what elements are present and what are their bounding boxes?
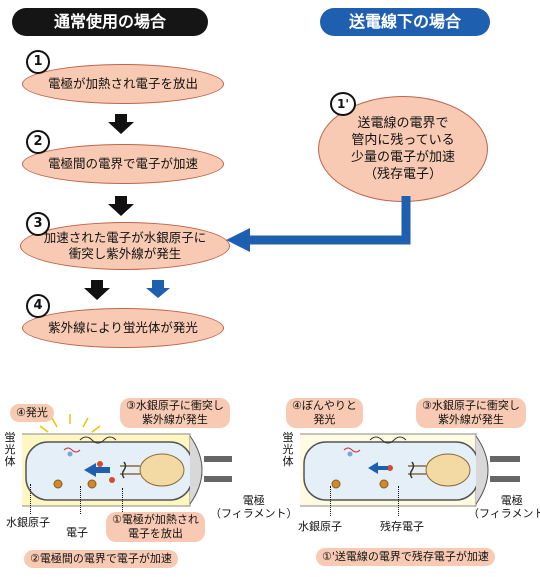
right-electrode-label: 電極（フィラメント） <box>468 494 540 520</box>
step-3-line-2: 衝突し紫外線が発生 <box>68 246 182 261</box>
left-emit-line-2: 電子を放出 <box>127 527 183 540</box>
step-3-oval: 加速された電子が水銀原子に衝突し紫外線が発生 <box>20 222 230 270</box>
step-1-oval: 電極が加熱され電子を放出 <box>22 64 224 104</box>
down-arrow-2 <box>108 196 134 216</box>
left-electron-label: 電子 <box>66 526 88 539</box>
left-electron-leader <box>80 486 81 514</box>
blue-elbow-arrow <box>226 196 411 252</box>
right-mercury-label: 水銀原子 <box>298 520 342 533</box>
step-1prime-line-2: 管内に残っている <box>351 133 455 148</box>
down-arrow-3-blue <box>146 280 170 298</box>
normal-use-header: 通常使用の場合 <box>12 8 208 36</box>
step-4-number: 4 <box>26 294 50 318</box>
right-mercury-leader <box>330 486 331 516</box>
left-mercury-leader <box>30 484 31 514</box>
step-1prime-line-4: （残存電子） <box>363 167 442 182</box>
left-tube-diagram <box>15 412 232 507</box>
left-electrode-label: 電極（フィラメント） <box>210 494 298 520</box>
down-arrow-1 <box>108 114 134 134</box>
left-collision-line-1: ③水銀原子に衝突し <box>126 399 224 412</box>
step-1prime-number: 1' <box>330 92 356 116</box>
step-2-text: 電極間の電界で電子が加速 <box>47 156 198 171</box>
step-1prime-oval: 送電線の電界で管内に残っている少量の電子が加速 （残存電子） <box>318 96 488 202</box>
left-emit-label: ①電極が加熱され電子を放出 <box>106 512 205 542</box>
step-1-number: 1 <box>26 50 50 74</box>
left-accel-label: ②電極間の電界で電子が加速 <box>24 550 178 568</box>
left-collision-label: ③水銀原子に衝突し紫外線が発生 <box>120 398 230 428</box>
right-residual-leader <box>398 486 399 516</box>
right-accel-label: ①'送電線の電界で残存電子が加速 <box>316 548 495 566</box>
step-1prime-line-1: 送電線の電界で <box>357 116 449 131</box>
right-collision-label: ③水銀原子に衝突し紫外線が発生 <box>416 398 526 428</box>
left-mercury-label: 水銀原子 <box>6 516 50 529</box>
step-1prime-line-3: 少量の電子が加速 <box>350 150 455 165</box>
right-residual-label: 残存電子 <box>380 520 424 533</box>
step-2-number: 2 <box>26 130 50 154</box>
left-phosphor-label: 蛍光体 <box>4 431 16 468</box>
right-tube-diagram <box>300 420 520 507</box>
step-2-oval: 電極間の電界で電子が加速 <box>22 144 224 184</box>
power-line-header: 送電線下の場合 <box>320 8 490 36</box>
left-emit-line-1: ①電極が加熱され <box>112 513 199 526</box>
left-collision-line-2: 紫外線が発生 <box>141 413 208 426</box>
step-3-line-1: 加速された電子が水銀原子に <box>43 230 207 245</box>
right-phosphor-label: 蛍光体 <box>282 431 294 468</box>
step-4-oval: 紫外線により蛍光体が発光 <box>22 308 224 348</box>
left-emit-leader <box>122 488 123 512</box>
step-4-text: 紫外線により蛍光体が発光 <box>48 320 198 335</box>
down-arrow-3-black <box>84 280 110 300</box>
step-1-text: 電極が加熱され電子を放出 <box>47 76 198 91</box>
step-3-number: 3 <box>26 212 50 236</box>
